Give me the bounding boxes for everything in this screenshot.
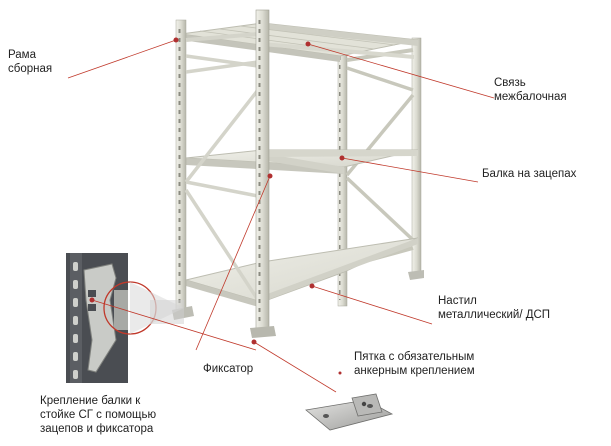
label-foot: Пятка с обязательным анкерным креплением xyxy=(354,350,475,378)
label-latch-line1: Фиксатор xyxy=(203,363,254,375)
label-foot-line2: анкерным креплением xyxy=(354,365,475,377)
label-deck-line2: металлический/ ДСП xyxy=(438,309,551,321)
label-mount: Крепление балки к стойке СГ с помощью за… xyxy=(40,394,156,436)
label-deck-line1: Настил xyxy=(438,295,477,307)
label-tie: Связь межбалочная xyxy=(494,76,567,104)
label-mount-line2: стойке СГ с помощью xyxy=(40,409,157,421)
label-beam-line1: Балка на зацепах xyxy=(482,168,577,180)
left-frame xyxy=(172,9,276,338)
label-latch: Фиксатор xyxy=(203,362,253,376)
callout-dots xyxy=(89,37,345,375)
beam-mount-inset xyxy=(66,253,128,383)
label-frame-line1: Рама xyxy=(8,49,36,61)
callout-lines xyxy=(67,39,495,393)
label-frame-line2: сборная xyxy=(8,63,53,75)
label-mount-line1: Крепление балки к xyxy=(40,395,141,407)
label-deck: Настил металлический/ ДСП xyxy=(438,294,550,322)
label-frame: Рама сборная xyxy=(8,48,52,76)
label-foot-line1: Пятка с обязательным xyxy=(354,351,475,363)
label-beam: Балка на зацепах xyxy=(482,167,576,181)
label-mount-line3: зацепов и фиксатора xyxy=(40,423,154,435)
foot-plate-illustration xyxy=(305,393,394,431)
label-tie-line1: Связь xyxy=(494,77,526,89)
label-tie-line2: межбалочная xyxy=(494,91,567,103)
